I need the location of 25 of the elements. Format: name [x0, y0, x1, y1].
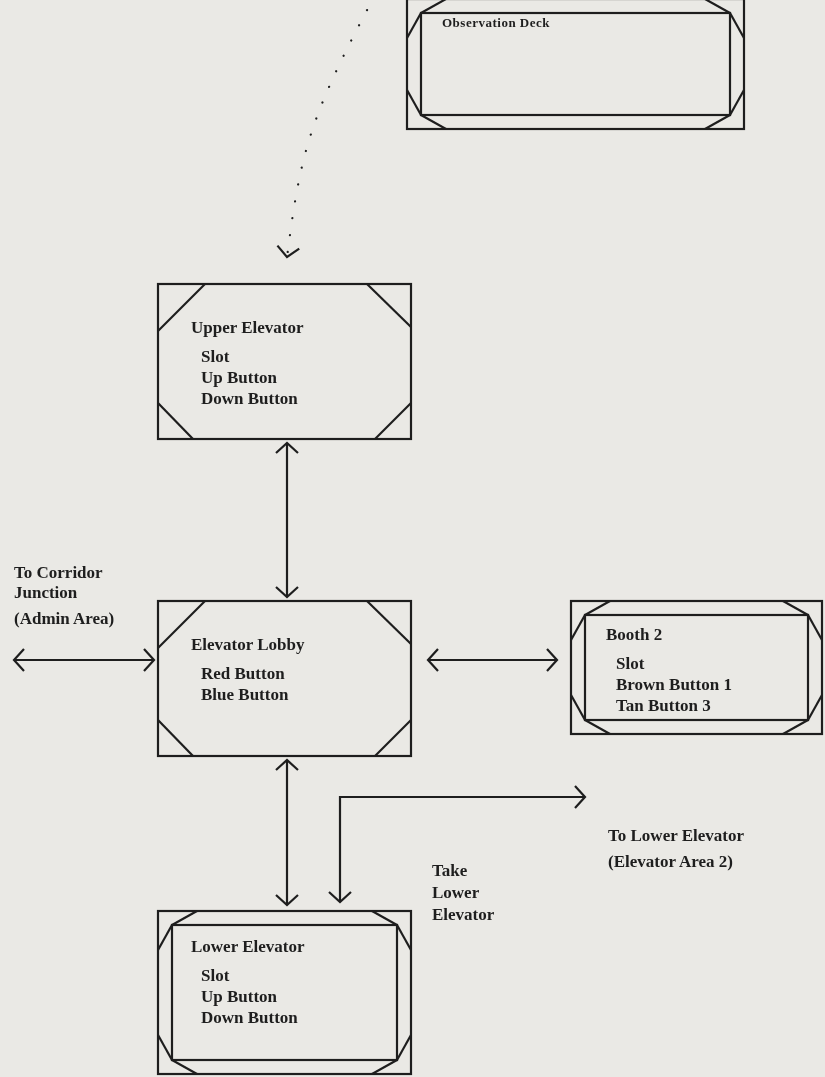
room-item: Blue Button	[201, 684, 289, 705]
room-item: Red Button	[201, 663, 285, 684]
room-item: Up Button	[201, 986, 278, 1007]
room-title: Booth 2	[606, 624, 663, 645]
destination-label: To Corridor Junction	[14, 563, 104, 603]
destination-label: (Admin Area)	[14, 609, 115, 629]
room-title: Lower Elevator	[191, 936, 305, 957]
destination-label: (Elevator Area 2)	[608, 852, 733, 872]
arrow	[12, 647, 156, 673]
room-item: Down Button	[201, 1007, 298, 1028]
arrow	[426, 647, 559, 673]
room-item: Slot	[201, 346, 230, 367]
room-title: Observation Deck	[442, 14, 551, 32]
arrow	[274, 758, 300, 907]
room-item: Brown Button 1	[616, 674, 732, 695]
destination-label: To Lower Elevator	[608, 826, 744, 846]
arrow	[274, 441, 300, 599]
room-title: Upper Elevator	[191, 317, 304, 338]
room-item: Slot	[201, 965, 230, 986]
arrow	[327, 784, 587, 904]
room-item: Down Button	[201, 388, 298, 409]
room-item: Up Button	[201, 367, 278, 388]
room-item: Slot	[616, 653, 645, 674]
room-title: Elevator Lobby	[191, 634, 305, 655]
room-item: Tan Button 3	[616, 695, 711, 716]
